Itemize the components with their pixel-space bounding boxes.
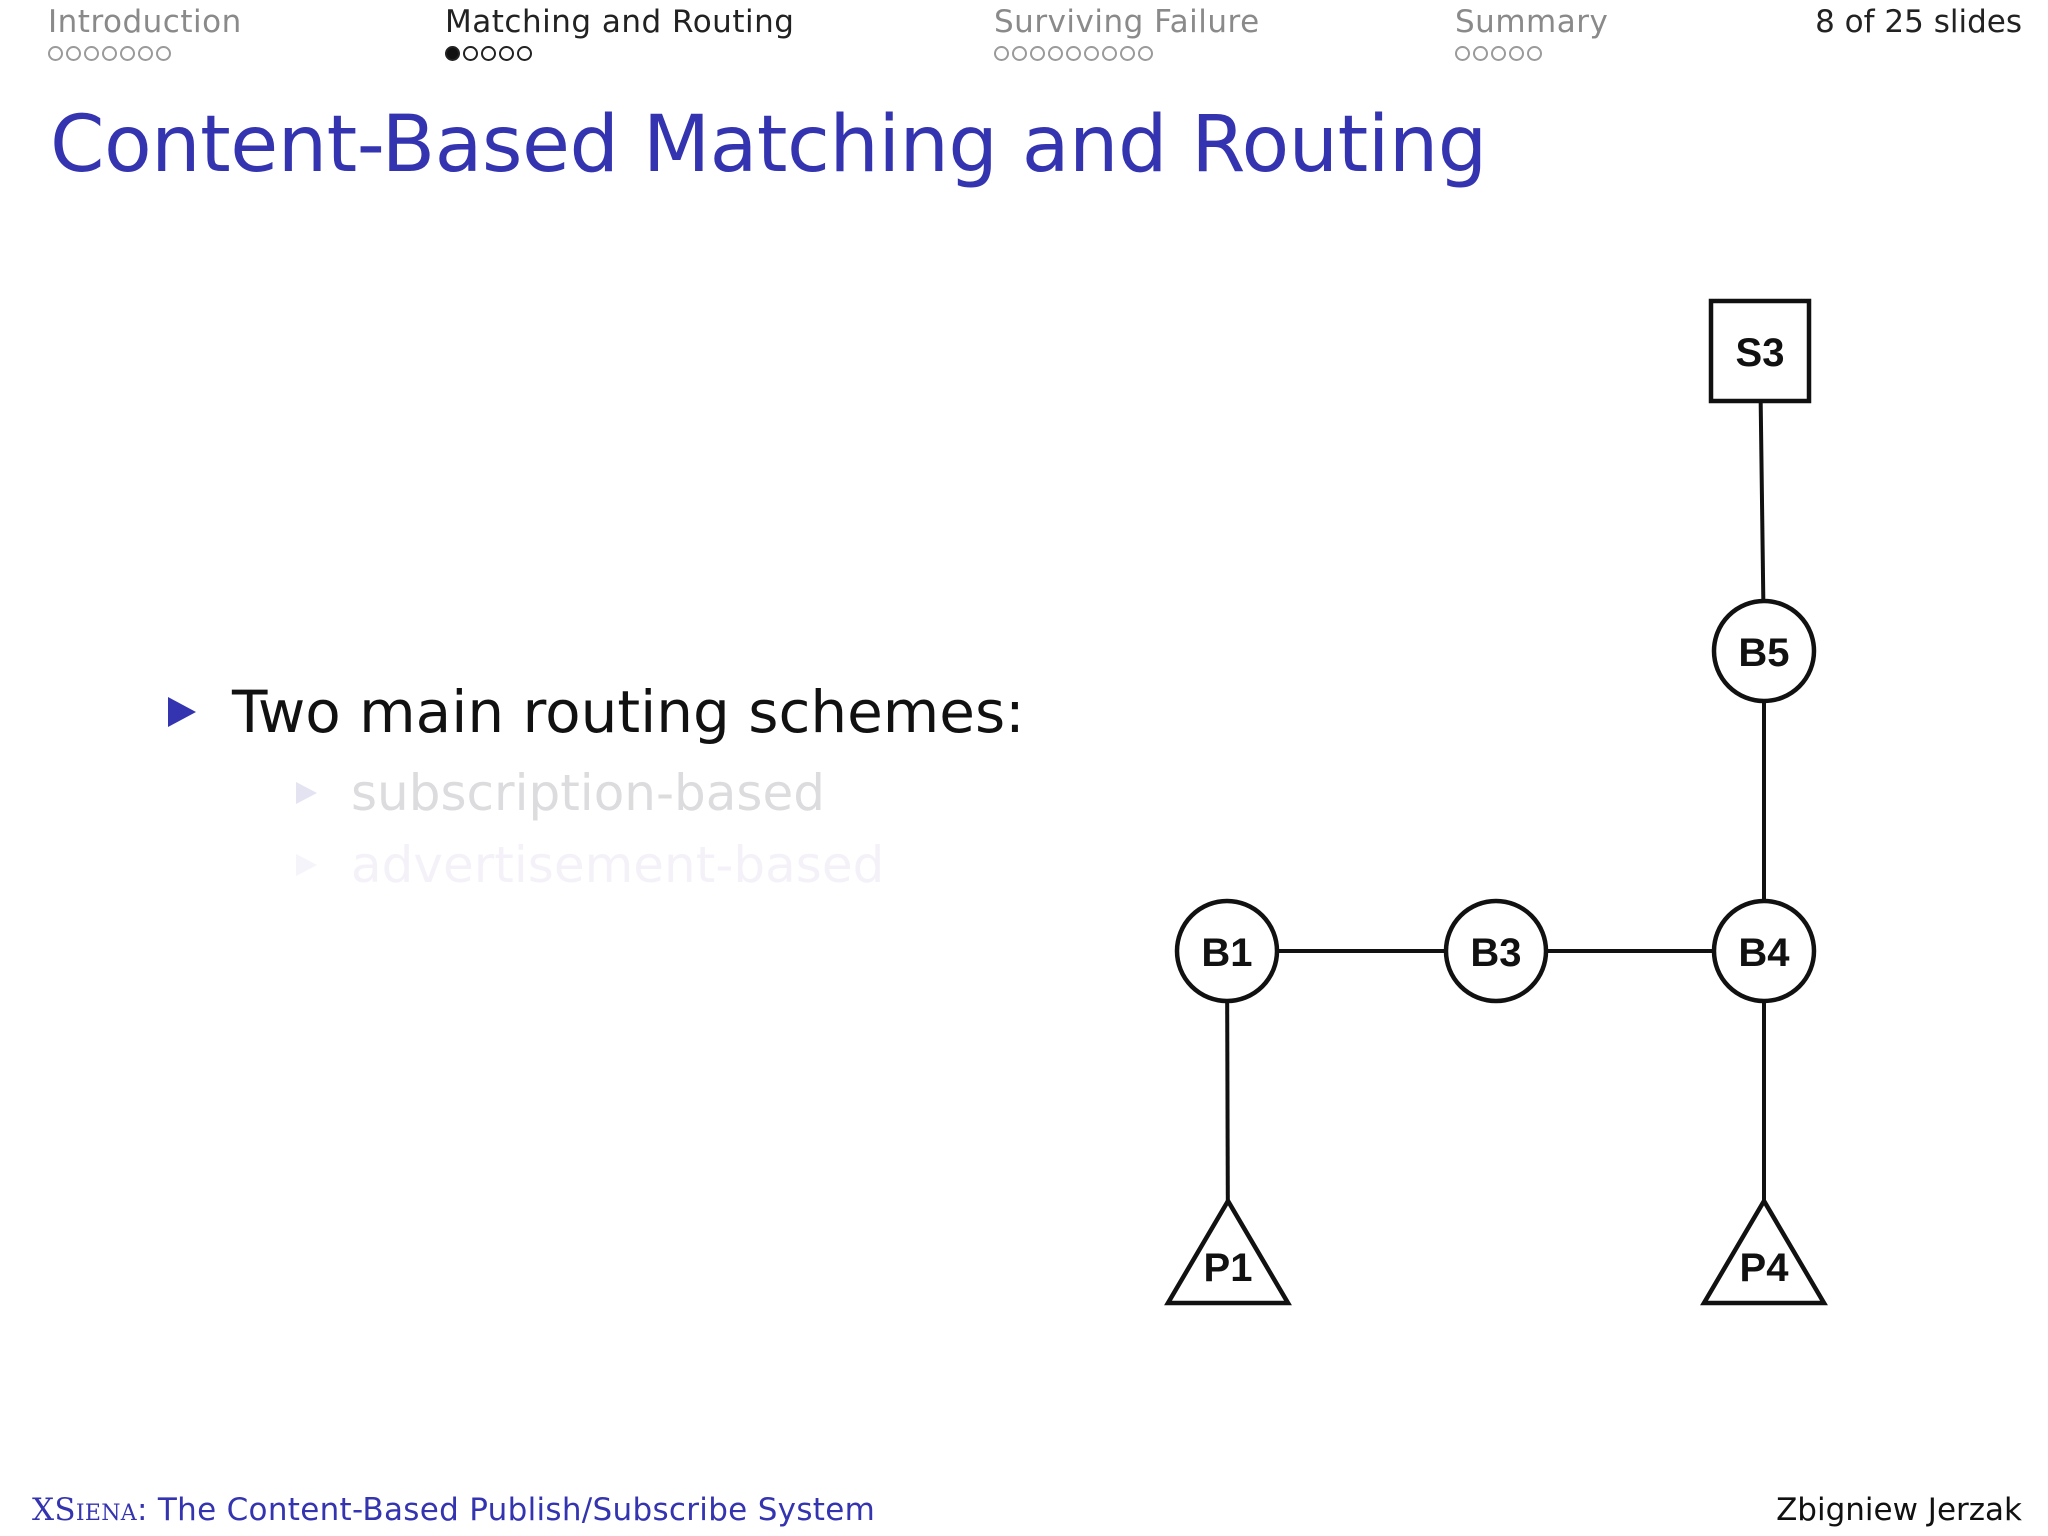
slide-dot[interactable] <box>994 46 1009 61</box>
slide-dot[interactable] <box>66 46 81 61</box>
slide-dot[interactable] <box>1455 46 1470 61</box>
slide-dot[interactable] <box>1066 46 1081 61</box>
sub-bullet-item: subscription-based <box>296 764 825 822</box>
nav-dots <box>994 46 1260 66</box>
triangle-shape <box>1700 1196 1828 1306</box>
slide-dot[interactable] <box>1491 46 1506 61</box>
footer-title: XSiena: The Content-Based Publish/Subscr… <box>32 1492 875 1528</box>
nav-section-surviving-failure[interactable]: Surviving Failure <box>994 4 1260 66</box>
node-b4: B4 <box>1711 898 1817 1004</box>
node-label: P1 <box>1204 1246 1253 1290</box>
slide-dot[interactable] <box>138 46 153 61</box>
slide-dot[interactable] <box>1084 46 1099 61</box>
slide-dot[interactable] <box>463 46 478 61</box>
node-s3: S3 <box>1708 298 1812 404</box>
slide-dot[interactable] <box>1473 46 1488 61</box>
slide-dot[interactable] <box>481 46 496 61</box>
node-label: B3 <box>1470 931 1521 975</box>
footer-system-name: XSiena <box>32 1492 137 1528</box>
footer-subtitle: : The Content-Based Publish/Subscribe Sy… <box>137 1492 876 1528</box>
slide-dot[interactable] <box>1527 46 1542 61</box>
slide-dot[interactable] <box>499 46 514 61</box>
footer-author: Zbigniew Jerzak <box>1776 1492 2022 1528</box>
nav-dots <box>1455 46 1608 66</box>
slide-dot[interactable] <box>1030 46 1045 61</box>
node-b5: B5 <box>1711 598 1817 704</box>
node-b3: B3 <box>1443 898 1549 1004</box>
circle-shape <box>1443 898 1549 1004</box>
slide-dot[interactable] <box>517 46 532 61</box>
slide-dot[interactable] <box>445 46 460 61</box>
bullet-triangle-icon <box>168 697 196 727</box>
slide-dot[interactable] <box>156 46 171 61</box>
slide-dot[interactable] <box>48 46 63 61</box>
slide-dot[interactable] <box>120 46 135 61</box>
nav-section-introduction[interactable]: Introduction <box>48 4 242 66</box>
bullet-triangle-icon <box>296 854 317 876</box>
diagram-edges <box>1225 350 1766 1257</box>
triangle-shape <box>1164 1196 1292 1306</box>
nav-label[interactable]: Summary <box>1455 4 1609 40</box>
nav-label[interactable]: Introduction <box>48 4 242 40</box>
node-label: P4 <box>1740 1246 1790 1290</box>
bullet-text: Two main routing schemes: <box>232 678 1025 746</box>
slide-dot[interactable] <box>1138 46 1153 61</box>
node-label: B4 <box>1738 931 1790 975</box>
sub-bullet-text: advertisement-based <box>351 836 885 894</box>
slide-dot[interactable] <box>1048 46 1063 61</box>
nav-dots <box>48 46 242 66</box>
node-p4: P4 <box>1700 1196 1828 1306</box>
node-p1: P1 <box>1164 1196 1292 1306</box>
slide-dot[interactable] <box>1102 46 1117 61</box>
nav-section-summary[interactable]: Summary <box>1455 4 1608 66</box>
node-label: B1 <box>1201 931 1252 975</box>
circle-shape <box>1174 898 1280 1004</box>
circle-shape <box>1711 598 1817 704</box>
nav-label[interactable]: Surviving Failure <box>994 4 1260 40</box>
slide-dot[interactable] <box>1509 46 1524 61</box>
bullet-triangle-icon <box>296 782 317 804</box>
sub-bullet-item: advertisement-based <box>296 836 884 894</box>
nav-label[interactable]: Matching and Routing <box>445 4 795 40</box>
nav-section-matching-and-routing[interactable]: Matching and Routing <box>445 4 794 66</box>
square-shape <box>1708 298 1812 404</box>
slide-title: Content-Based Matching and Routing <box>50 100 1487 190</box>
nav-dots <box>445 46 794 66</box>
node-label: B5 <box>1738 631 1789 675</box>
slide-dot[interactable] <box>1120 46 1135 61</box>
node-b1: B1 <box>1174 898 1280 1004</box>
circle-shape <box>1711 898 1817 1004</box>
slide-dot[interactable] <box>1012 46 1027 61</box>
node-label: S3 <box>1736 331 1785 375</box>
bullet-item: Two main routing schemes: <box>168 678 1025 746</box>
slide-dot[interactable] <box>102 46 117 61</box>
sub-bullet-text: subscription-based <box>351 764 825 822</box>
slide-dot[interactable] <box>84 46 99 61</box>
slide-counter: 8 of 25 slides <box>1815 4 2022 40</box>
